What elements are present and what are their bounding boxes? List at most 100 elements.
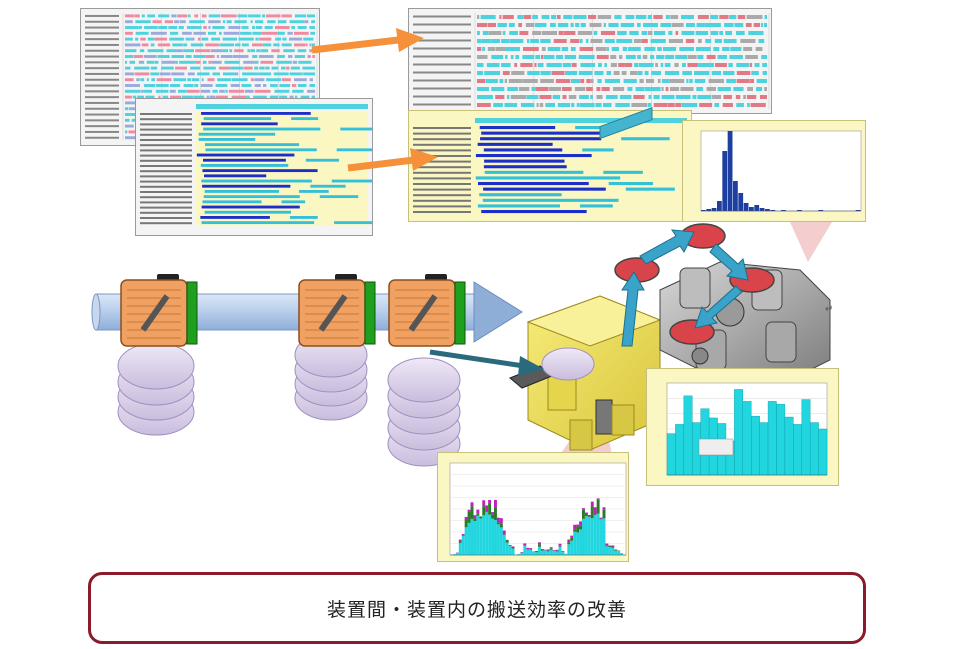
gantt-bar: [670, 15, 679, 19]
gantt-bar: [667, 103, 675, 107]
gantt-bar: [146, 78, 149, 82]
gantt-bar: [340, 127, 372, 131]
orange-arrow-lower: [347, 148, 438, 172]
gantt-bar: [231, 95, 247, 99]
gantt-bar: [262, 43, 272, 47]
gantt-bar: [202, 158, 286, 162]
gantt-bar: [760, 23, 764, 27]
gantt-bar: [277, 31, 285, 35]
histogram-right: [666, 382, 828, 476]
gantt-bar: [269, 95, 279, 99]
gantt-bar: [208, 26, 211, 29]
gantt-bar: [483, 187, 606, 191]
gantt-bar: [487, 23, 497, 27]
gantt-bar: [141, 89, 144, 93]
stacked-segment-cyan: [517, 554, 521, 555]
stacked-segment-magenta: [467, 509, 471, 512]
gantt-bar: [208, 20, 221, 24]
gantt-bar: [234, 20, 247, 24]
gantt-bar: [595, 47, 607, 51]
gantt-row-label: [85, 43, 119, 46]
gantt-bar: [125, 37, 133, 41]
gantt-bar: [204, 143, 300, 147]
gantt-row-label: [85, 101, 119, 104]
stacked-segment-cyan: [494, 519, 497, 555]
gantt-bar: [553, 39, 567, 43]
gantt-bar: [477, 23, 488, 27]
gantt-bar: [141, 43, 149, 47]
gantt-bar: [747, 103, 750, 107]
stacked-segment-green: [511, 546, 515, 549]
gantt-bar: [222, 37, 238, 41]
gantt-bar: [552, 95, 561, 99]
gantt-bar: [645, 79, 655, 83]
gantt-bar: [745, 55, 758, 59]
gantt-row-label: [140, 165, 192, 167]
gantt-bar: [719, 15, 729, 19]
gantt-bar: [294, 14, 307, 18]
gantt-row-label: [140, 128, 192, 131]
gantt-bar: [717, 87, 731, 91]
gantt-bar: [551, 15, 557, 19]
stacked-segment-magenta: [520, 552, 524, 553]
gantt-row-label: [413, 132, 471, 135]
gantt-bar: [629, 71, 638, 75]
gantt-bar: [266, 78, 281, 82]
gantt-bar: [125, 101, 139, 105]
gantt-bar: [125, 84, 141, 87]
stacked-segment-green: [458, 542, 462, 544]
gantt-bar: [499, 15, 502, 19]
gantt-bar: [176, 49, 183, 53]
gantt-bar: [161, 60, 176, 64]
gantt-bar: [226, 20, 232, 24]
gantt-bar: [751, 71, 759, 75]
gantt-bar: [733, 87, 744, 91]
gantt-bar: [502, 15, 514, 19]
gantt-bar: [297, 84, 307, 87]
stacked-segment-green: [479, 516, 483, 519]
gantt-row-label: [140, 222, 192, 225]
stacked-segment-cyan: [567, 544, 571, 555]
gantt-row-label: [85, 49, 119, 52]
gantt-bar: [674, 63, 679, 67]
gantt-bar: [497, 23, 507, 27]
gantt-chart-panel-center-front: [408, 110, 692, 222]
gantt-bar: [480, 137, 602, 141]
gantt-bar: [565, 71, 578, 75]
gantt-bar: [679, 47, 695, 51]
stacked-segment-magenta: [587, 514, 591, 517]
gantt-bar: [134, 14, 140, 18]
gantt-bar: [675, 103, 682, 107]
gantt-bar: [596, 95, 603, 99]
gantt-bar: [563, 31, 576, 35]
gantt-bar: [151, 78, 156, 82]
histogram-bar: [717, 201, 722, 211]
gantt-bar: [276, 60, 292, 64]
gantt-bar: [311, 95, 315, 99]
gantt-bar: [298, 60, 312, 64]
gantt-bar: [655, 63, 658, 67]
gantt-bar: [225, 89, 228, 93]
gantt-bar: [171, 14, 177, 18]
histogram-bar: [743, 203, 749, 211]
stacked-segment-magenta: [546, 549, 550, 551]
gantt-bar: [258, 72, 272, 76]
gantt-bar: [158, 26, 168, 29]
gantt-bar: [488, 31, 502, 35]
stacked-segment-green: [496, 522, 500, 525]
gantt-bar: [736, 63, 750, 67]
gantt-bar: [536, 87, 549, 91]
gantt-bar: [648, 95, 652, 99]
gantt-row-label: [85, 130, 119, 133]
histogram-bar: [722, 151, 728, 211]
gantt-bar: [522, 55, 535, 59]
gantt-bar: [692, 95, 697, 99]
gantt-row-label: [413, 183, 471, 185]
gantt-bar: [197, 37, 201, 41]
gantt-bar: [125, 130, 128, 134]
gantt-row-label: [85, 96, 119, 99]
gantt-bar: [621, 137, 670, 141]
gantt-bar: [125, 26, 139, 29]
gantt-bar: [292, 89, 304, 93]
gantt-bar: [662, 47, 677, 51]
